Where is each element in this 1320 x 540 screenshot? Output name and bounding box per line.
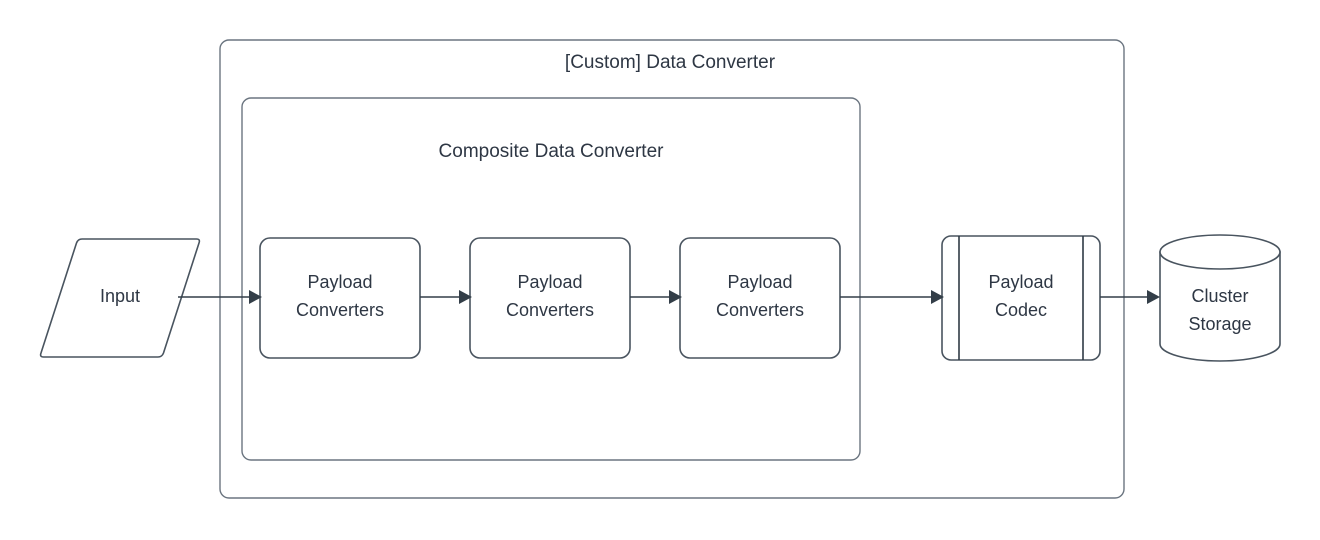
edge-payload-converters-1-to-2 [420, 290, 472, 304]
payload-codec-box [941, 235, 1101, 361]
edge-input-arrowhead-icon [249, 290, 262, 304]
payload-converters-3-label-line2: Converters [716, 300, 804, 320]
payload-converters-3-box [679, 237, 841, 359]
node-payload-converters-2[interactable]: Payload Converters [469, 237, 631, 359]
composite-data-converter-border [241, 97, 861, 461]
node-payload-converters-1[interactable]: Payload Converters [259, 237, 421, 359]
payload-codec-label-line2: Codec [995, 300, 1047, 320]
edge-pc3-codec-arrowhead-icon [931, 290, 944, 304]
edge-input-to-payload-converters-1 [178, 290, 262, 304]
payload-converters-3-label-line1: Payload [727, 272, 792, 292]
edge-codec-to-cluster-storage [1100, 290, 1160, 304]
cluster-storage-cylinder-top [1159, 234, 1281, 270]
container-custom-data-converter: [Custom] Data Converter [219, 39, 1125, 499]
edge-pc1-pc2-arrowhead-icon [459, 290, 472, 304]
node-payload-codec[interactable]: Payload Codec [941, 235, 1101, 361]
payload-converters-2-label-line1: Payload [517, 272, 582, 292]
cluster-storage-label-line2: Storage [1188, 314, 1251, 334]
custom-data-converter-border [219, 39, 1125, 499]
payload-converters-1-label-line1: Payload [307, 272, 372, 292]
edge-payload-converters-2-to-3 [630, 290, 682, 304]
node-input[interactable]: Input [39, 238, 201, 358]
edge-codec-storage-arrowhead-icon [1147, 290, 1160, 304]
payload-converters-2-label-line2: Converters [506, 300, 594, 320]
custom-data-converter-label: [Custom] Data Converter [565, 52, 776, 73]
input-label: Input [100, 286, 140, 306]
node-payload-converters-3[interactable]: Payload Converters [679, 237, 841, 359]
payload-converters-1-box [259, 237, 421, 359]
edge-pc2-pc3-arrowhead-icon [669, 290, 682, 304]
container-composite-data-converter: Composite Data Converter [241, 97, 861, 461]
payload-codec-label-line1: Payload [988, 272, 1053, 292]
cluster-storage-cylinder-body [1159, 251, 1281, 362]
cluster-storage-label-line1: Cluster [1191, 286, 1248, 306]
payload-converters-1-label-line2: Converters [296, 300, 384, 320]
composite-data-converter-label: Composite Data Converter [439, 141, 665, 162]
edge-payload-converters-3-to-codec [840, 290, 944, 304]
node-cluster-storage[interactable]: Cluster Storage [1159, 234, 1281, 362]
payload-converters-2-box [469, 237, 631, 359]
input-parallelogram-shape [39, 238, 201, 358]
